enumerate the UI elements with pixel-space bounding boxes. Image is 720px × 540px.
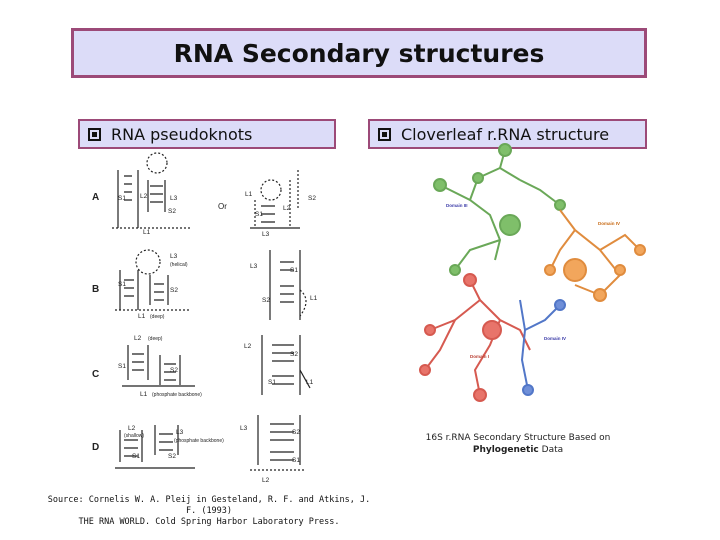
a-right-label-l2: L2 bbox=[283, 205, 291, 212]
domain-green bbox=[433, 143, 566, 276]
c-label-s1: S1 bbox=[118, 363, 126, 370]
heading-pseudoknots-text: RNA pseudoknots bbox=[111, 124, 253, 144]
a-label-s2: S2 bbox=[168, 208, 176, 215]
heading-cloverleaf-text: Cloverleaf r.RNA structure bbox=[401, 124, 610, 144]
panel-label-a: A bbox=[92, 192, 99, 203]
a-label-l3: L3 bbox=[170, 195, 178, 202]
a-right-label-l3: L3 bbox=[262, 231, 270, 238]
c-right-label-l1: L1 bbox=[306, 379, 314, 386]
d-right-label-l3: L3 bbox=[240, 425, 248, 432]
source-line1: Source: Cornelis W. A. Pleij in Gestelan… bbox=[47, 495, 371, 516]
domain-blue bbox=[519, 299, 566, 396]
checkbox-bullet-icon bbox=[88, 127, 101, 141]
b-label-deep: (deep) bbox=[150, 314, 165, 320]
d-label-shallow: (shallow) bbox=[124, 433, 144, 439]
source-citation: Source: Cornelis W. A. Pleij in Gestelan… bbox=[44, 495, 374, 528]
b-label-l1: L1 bbox=[138, 313, 146, 320]
b-label-l3: L3 bbox=[170, 253, 178, 260]
panel-label-d: D bbox=[92, 442, 99, 453]
b-right-label-s2: S2 bbox=[262, 297, 270, 304]
d-right-label-s1: S1 bbox=[292, 457, 300, 464]
b-label-helical: (helical) bbox=[170, 262, 188, 268]
a-right-label-s1: S1 bbox=[255, 211, 263, 218]
domain-label-4: Domain IV bbox=[544, 336, 566, 341]
d-right-label-l2: L2 bbox=[262, 477, 270, 484]
c-label-l2: L2 bbox=[134, 335, 142, 342]
source-line2: THE RNA WORLD. Cold Spring Harbor Labora… bbox=[78, 517, 340, 527]
domain-label-2: Domain IV bbox=[598, 221, 620, 226]
checkbox-bullet-icon bbox=[378, 127, 391, 141]
or-label: Or bbox=[218, 202, 227, 211]
c-right-label-l2: L2 bbox=[244, 343, 252, 350]
b-label-s1: S1 bbox=[118, 281, 126, 288]
d-label-backbone: (phosphate backbone) bbox=[174, 438, 224, 444]
c-label-l1: L1 bbox=[140, 391, 148, 398]
d-label-s2: S2 bbox=[168, 453, 176, 460]
b-right-label-l3: L3 bbox=[250, 263, 258, 270]
pseudoknot-lines bbox=[112, 152, 311, 471]
a-right-label-s2: S2 bbox=[308, 195, 316, 202]
b-label-s2: S2 bbox=[170, 287, 178, 294]
c-right-label-s1: S1 bbox=[268, 379, 276, 386]
domain-label-1: Domain III bbox=[446, 203, 468, 208]
domain-red bbox=[419, 273, 531, 402]
d-label-l2: L2 bbox=[128, 425, 136, 432]
d-right-label-s2: S2 bbox=[292, 429, 300, 436]
c-right-label-s2: S2 bbox=[290, 351, 298, 358]
a-label-s1: S1 bbox=[118, 195, 126, 202]
heading-pseudoknots: RNA pseudoknots bbox=[78, 119, 336, 149]
domain-orange bbox=[544, 209, 646, 302]
c-label-backbone: (phosphate backbone) bbox=[152, 392, 202, 398]
a-label-l2: L2 bbox=[140, 193, 148, 200]
panel-label-c: C bbox=[92, 369, 99, 380]
domain-label-3: Domain I bbox=[470, 354, 489, 359]
b-right-label-l1: L1 bbox=[310, 295, 318, 302]
c-label-deep: (deep) bbox=[148, 336, 163, 342]
d-label-l3: L3 bbox=[176, 429, 184, 436]
d-label-s1: S1 bbox=[132, 453, 140, 460]
slide-title: RNA Secondary structures bbox=[71, 28, 647, 78]
b-right-label-s1: S1 bbox=[290, 267, 298, 274]
a-right-label-l1: L1 bbox=[245, 191, 253, 198]
caption-line1: 16S r.RNA Secondary Structure Based on bbox=[425, 433, 611, 443]
c-label-s2: S2 bbox=[170, 367, 178, 374]
panel-label-b: B bbox=[92, 284, 99, 295]
a-label-l1: L1 bbox=[143, 229, 151, 236]
caption-end: Data bbox=[541, 445, 564, 455]
caption-bold: Phylogenetic bbox=[472, 445, 539, 455]
cloverleaf-caption: 16S r.RNA Secondary Structure Based on P… bbox=[408, 432, 628, 456]
caption-line2: Phylogenetic Data bbox=[408, 444, 628, 456]
